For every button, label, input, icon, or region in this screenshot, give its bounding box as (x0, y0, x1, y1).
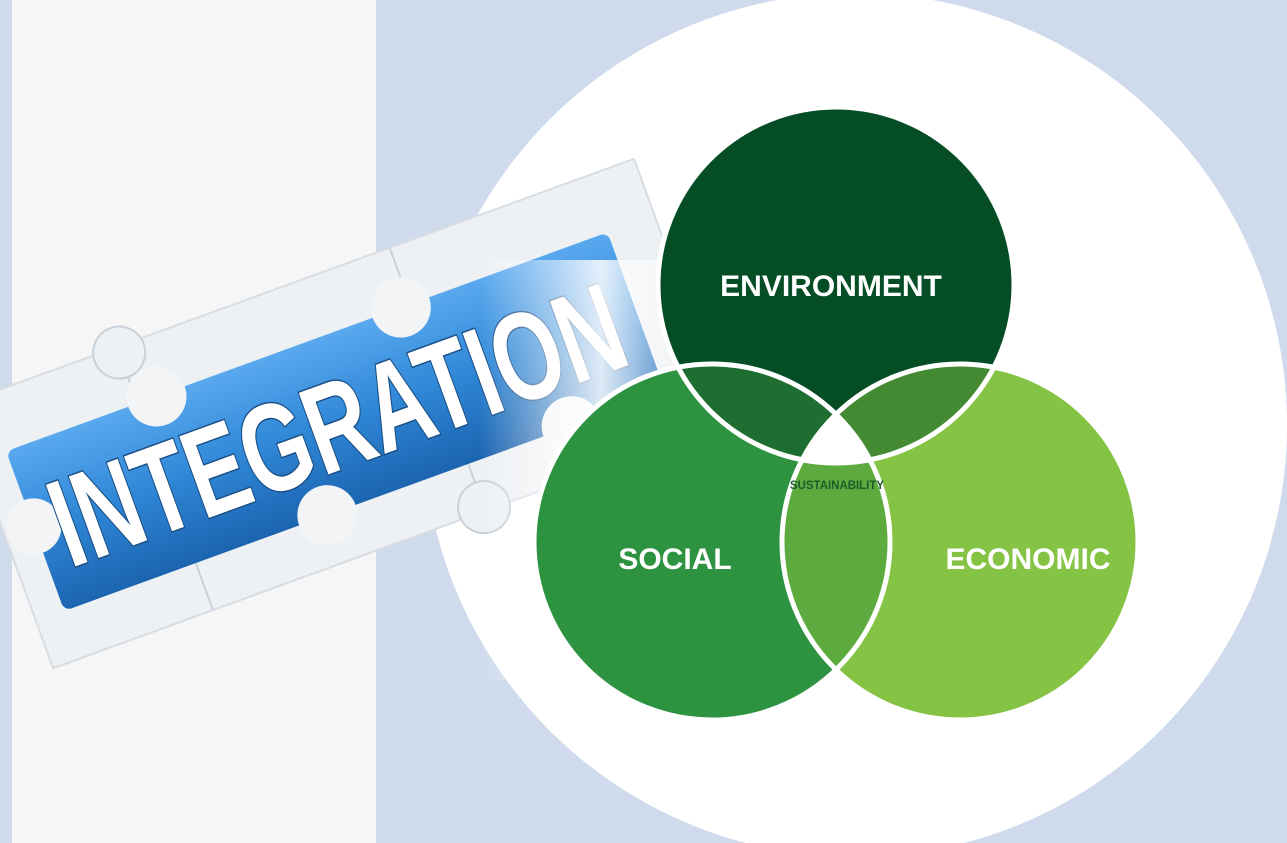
sustainability-label: SUSTAINABILITY (790, 480, 884, 492)
puzzle-knob (92, 325, 147, 380)
economic-label: ECONOMIC (946, 543, 1111, 576)
puzzle-hole (370, 277, 431, 338)
environment-social-overlap (658, 364, 890, 463)
economic-outline (779, 361, 1141, 723)
social-label: SOCIAL (618, 543, 731, 576)
puzzle-hole (5, 498, 62, 555)
puzzle-hole (297, 485, 358, 546)
environment-outline (655, 104, 1017, 466)
environment-label: ENVIRONMENT (720, 270, 942, 303)
puzzle-hole (126, 366, 187, 427)
environment-economic-overlap (782, 364, 1014, 463)
sustainability-venn-diagram: ENVIRONMENT SOCIAL ECONOMIC SUSTAINABILI… (531, 104, 1141, 723)
social-outline (531, 361, 893, 723)
